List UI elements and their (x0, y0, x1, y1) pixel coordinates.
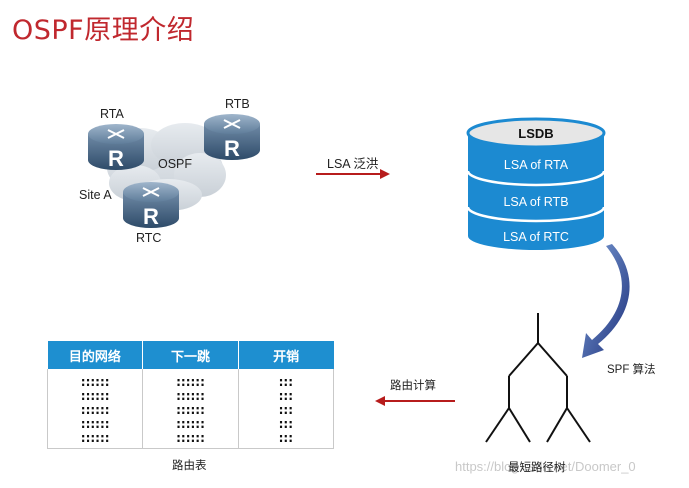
lsdb-row: LSA of RTB (503, 195, 569, 209)
column-header-next-hop: 下一跳 (142, 341, 239, 369)
router-rta-label: RTA (100, 107, 124, 121)
router-rtc-label: RTC (136, 231, 162, 245)
routing-table-header-row: 目的网络 下一跳 开销 (47, 341, 334, 369)
site-label: Site A (79, 188, 112, 202)
table-row: :::::: :::::: :::::: :::::: :::::: :::::… (46, 369, 335, 449)
lsdb-header: LSDB (518, 126, 554, 141)
lsdb-row: LSA of RTA (503, 158, 569, 172)
shortest-path-tree-icon (485, 313, 591, 443)
router-glyph: R (143, 204, 159, 229)
router-glyph: R (224, 136, 240, 161)
column-header-cost: 开销 (238, 341, 334, 369)
lsdb-row: LSA of RTC (503, 230, 569, 244)
page-title: OSPF原理介绍 (12, 15, 195, 46)
routing-table-caption: 路由表 (172, 460, 207, 472)
router-rtb-icon: R (204, 114, 260, 161)
column-header-destination: 目的网络 (47, 341, 144, 369)
route-arrow-label: 路由计算 (390, 380, 436, 392)
router-glyph: R (108, 146, 124, 171)
flood-arrow-label: LSA 泛洪 (327, 157, 379, 171)
lsdb-cylinder (466, 117, 606, 250)
table-cell-destination: :::::: :::::: :::::: :::::: :::::: (46, 369, 144, 449)
spf-arrow-label: SPF 算法 (607, 364, 656, 376)
router-rta-icon: R (88, 124, 144, 171)
spf-arrow (582, 244, 630, 358)
watermark: https://blog.csdn.net/Doomer_0 (455, 459, 636, 474)
table-cell-cost: ::: ::: ::: ::: ::: (237, 369, 335, 449)
router-rtc-icon: R (123, 182, 179, 229)
tree-label: 最短路径树 (508, 462, 566, 474)
routing-table: 目的网络 下一跳 开销 :::::: :::::: :::::: :::::: … (46, 341, 335, 449)
cloud-label: OSPF (158, 157, 193, 171)
table-cell-next-hop: :::::: :::::: :::::: :::::: :::::: (142, 369, 239, 449)
router-rtb-label: RTB (225, 97, 250, 111)
